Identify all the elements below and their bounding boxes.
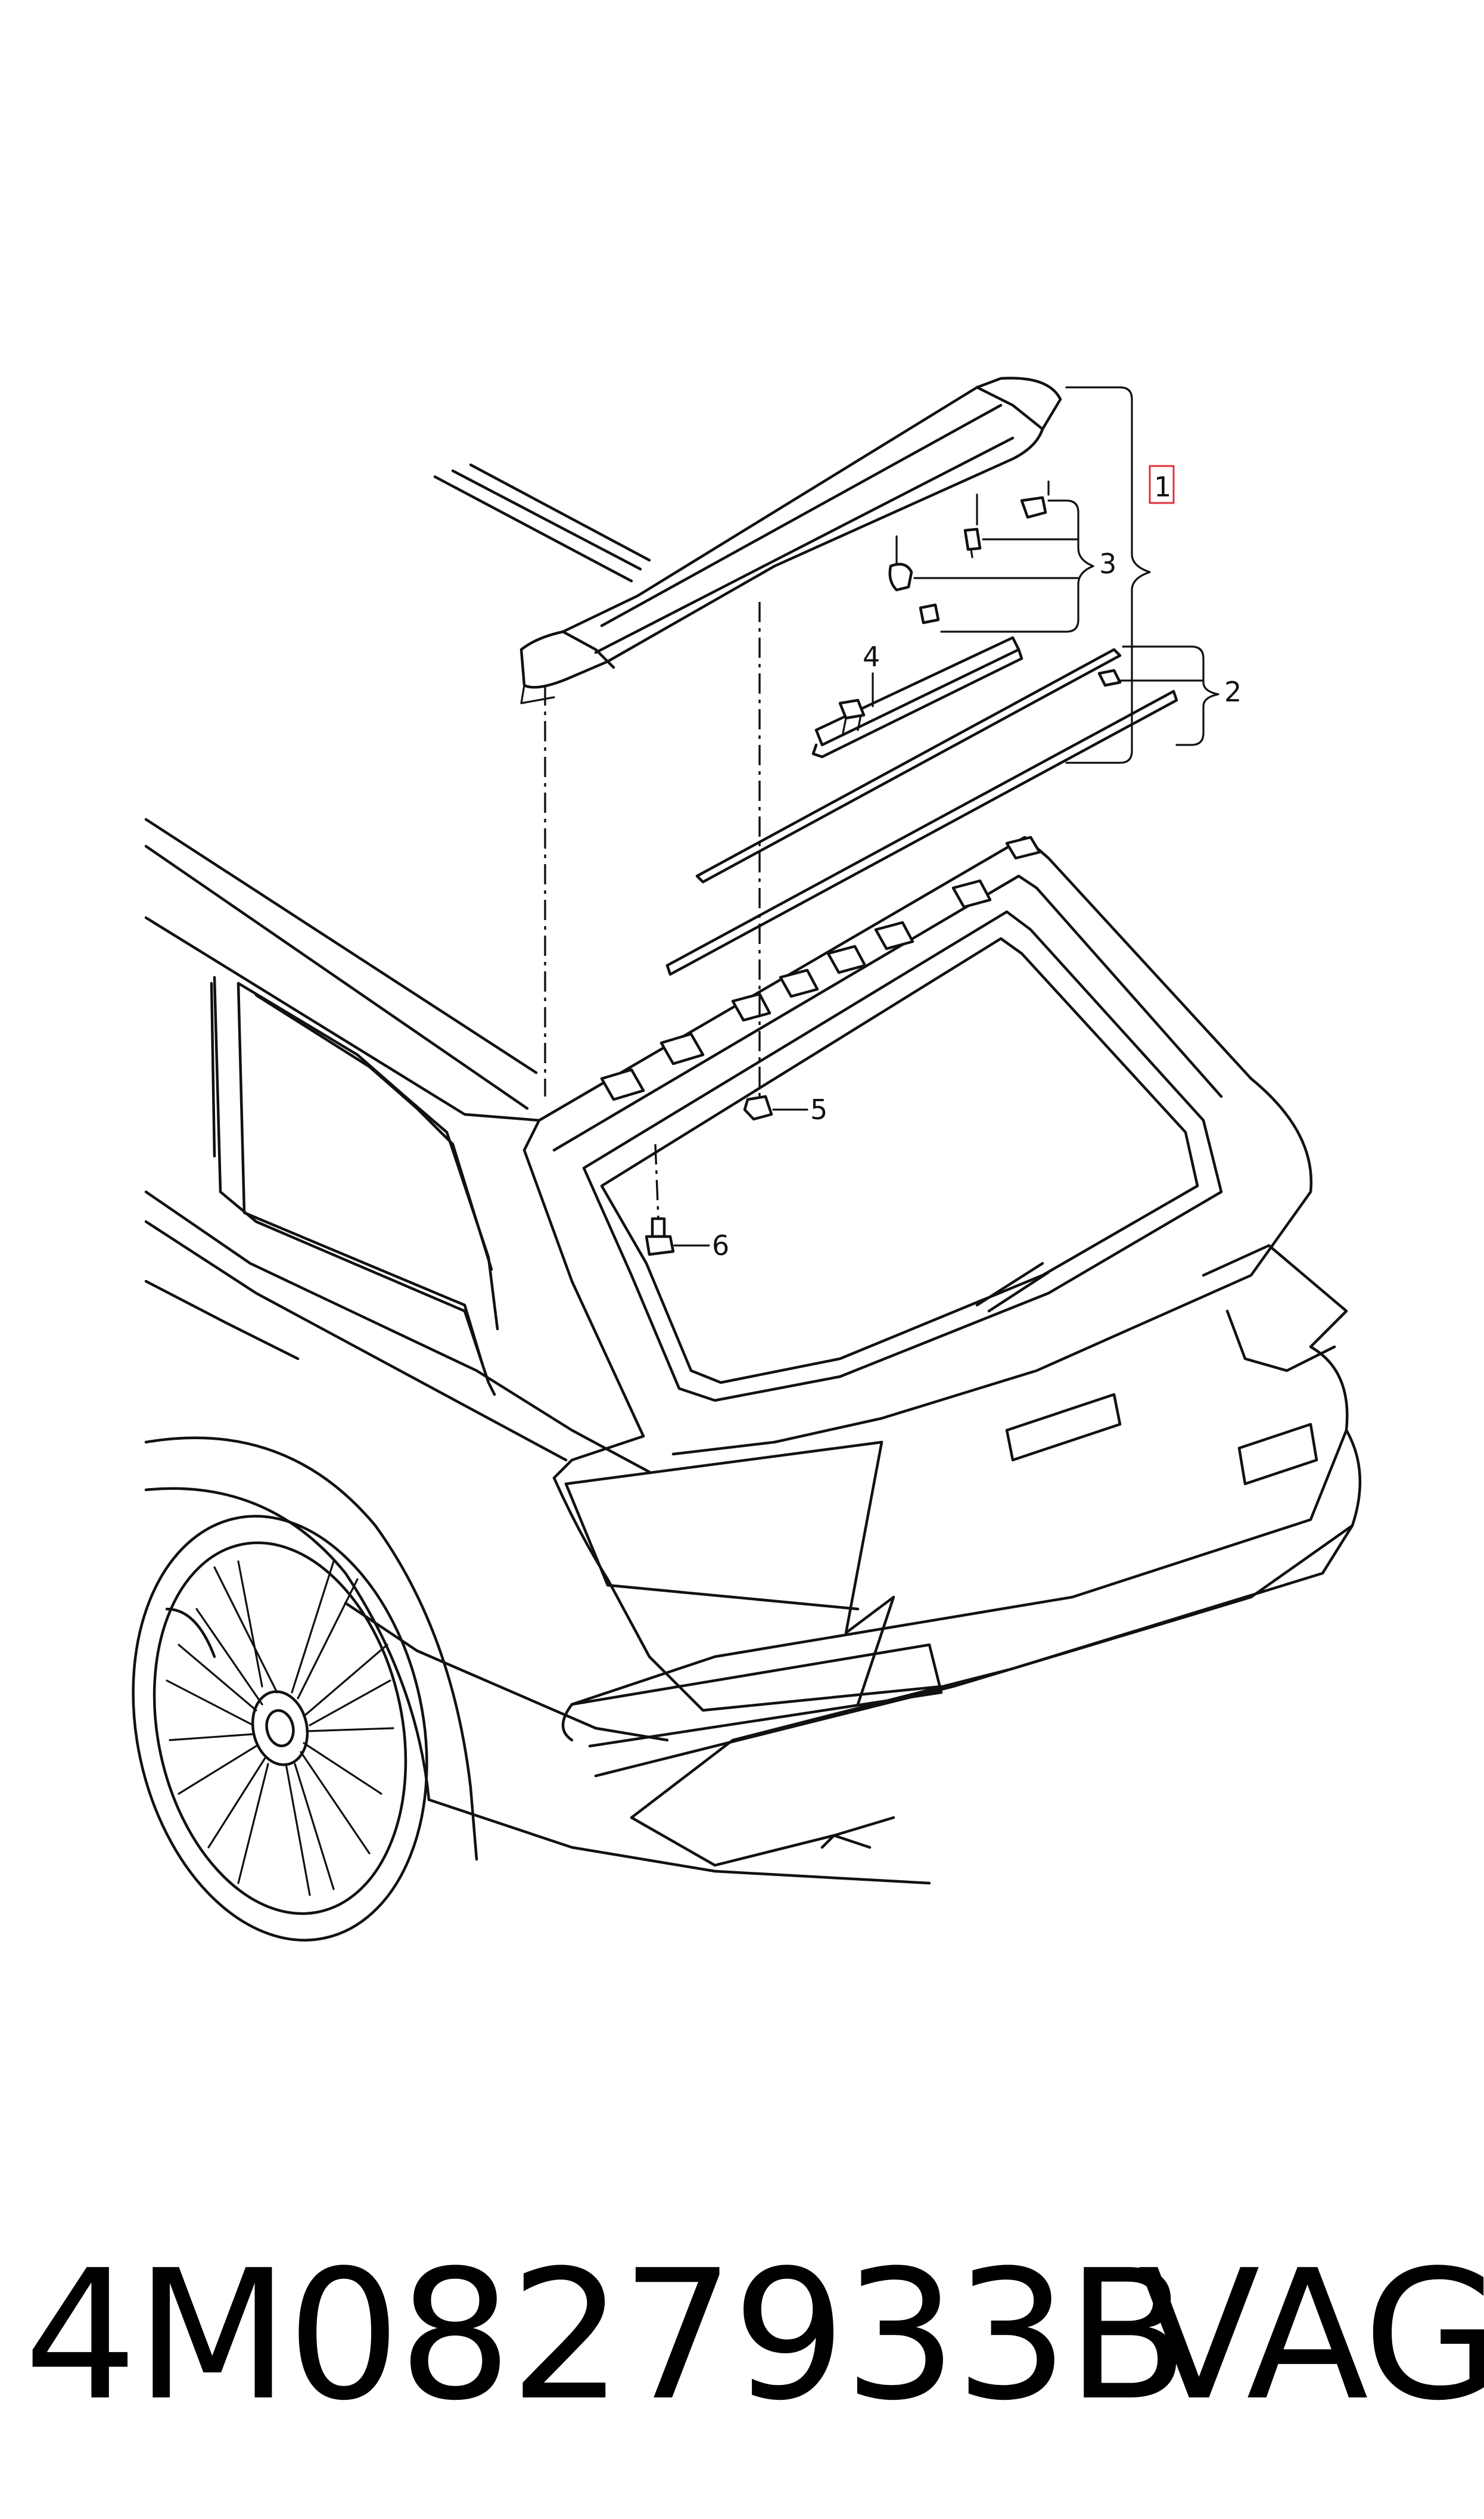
callout-6: 6 (712, 1229, 729, 1262)
callout-labels: 1 3 2 4 5 6 (712, 465, 1242, 1262)
leader-lines (673, 386, 1219, 1247)
callout-2: 2 (1224, 676, 1242, 708)
callout-3: 3 (1099, 548, 1116, 580)
spoiler-fasteners (888, 496, 1047, 625)
callout-4: 4 (863, 641, 880, 673)
trim-strips (665, 648, 1178, 976)
nut-icon (743, 1095, 773, 1121)
third-brake-light (811, 636, 1023, 759)
callout-1: 1 (1154, 471, 1171, 503)
expanding-rivet-icon (888, 563, 913, 592)
brand-label: VAG (1138, 2232, 1484, 2440)
callout-1-highlight (1149, 465, 1175, 504)
callout-5: 5 (810, 1094, 827, 1126)
rear-spoiler (519, 377, 1062, 704)
car-body (144, 818, 931, 1885)
rear-wheel (132, 1515, 428, 1942)
screw-head-icon (645, 1235, 675, 1256)
tailgate (537, 835, 1362, 1867)
clip-nut-icon (1020, 496, 1047, 519)
roof-rails (433, 463, 651, 583)
exploded-parts-diagram: 1 3 2 4 5 6 (132, 377, 1362, 1942)
screw-icon (919, 603, 940, 625)
screw-shaft-icon (651, 1217, 666, 1238)
hardware (645, 1095, 773, 1256)
strip-clip-icon (1097, 669, 1122, 687)
roof-clip-tabs (600, 835, 1041, 1101)
clip-pin-icon (963, 527, 982, 551)
assembly-lines (544, 602, 761, 1219)
part-number: 4M0827933B (24, 2232, 1189, 2440)
